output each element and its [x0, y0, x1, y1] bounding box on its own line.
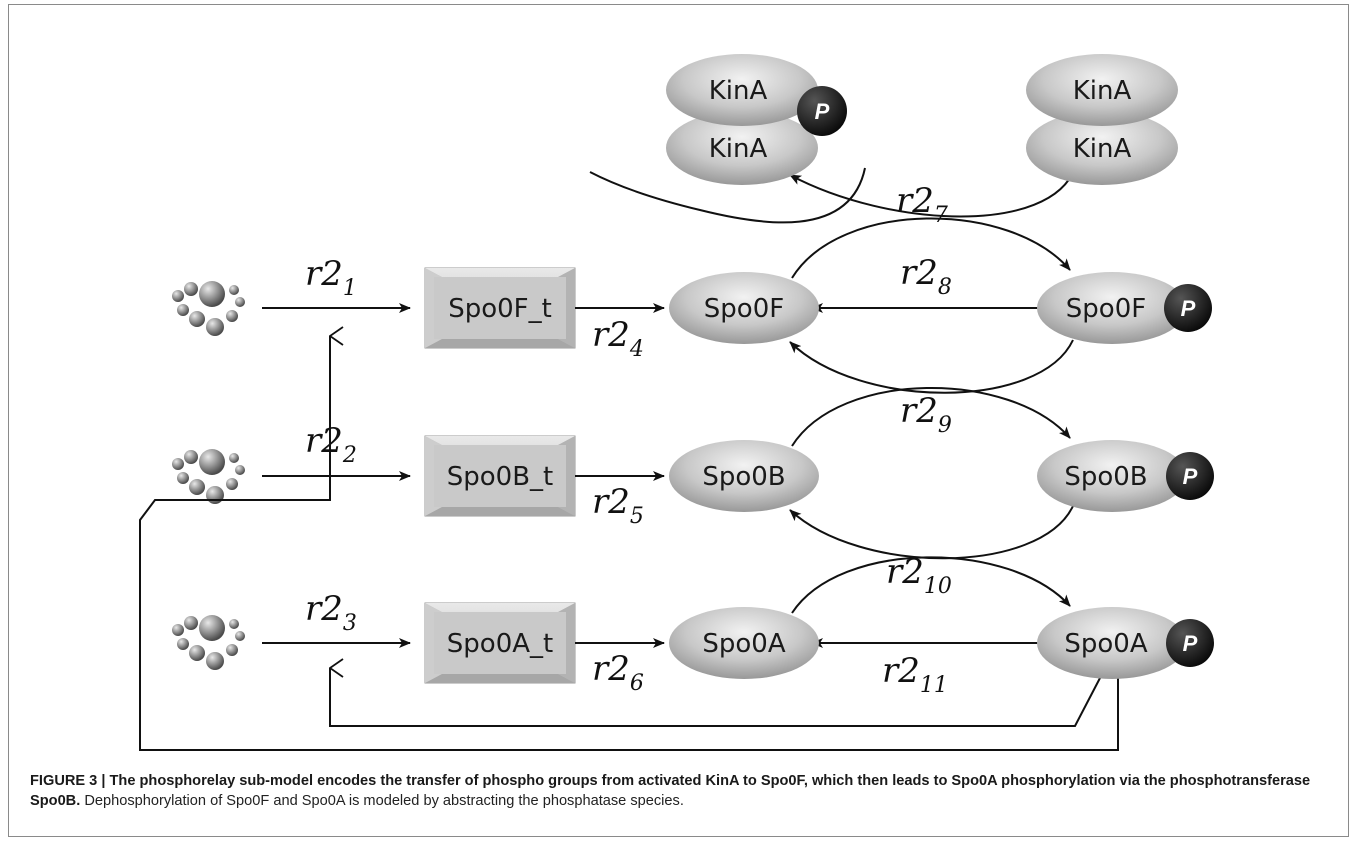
phosphate-label: P [1183, 631, 1198, 656]
spo0b-p-node: Spo0B P [1037, 440, 1214, 512]
reaction-label-r2-3: r23 [305, 589, 357, 636]
kinA-label: KinA [709, 134, 768, 164]
source-icon [172, 281, 245, 336]
phosphate-icon [1166, 452, 1214, 500]
kinA-phospho-arc [589, 167, 866, 224]
kinA-label: KinA [709, 76, 768, 106]
spo0f-phosphorylation-arc [791, 217, 1071, 279]
feedback-arrow-spo0f [139, 336, 1119, 751]
reaction-label-r2-9: r29 [900, 391, 952, 438]
phosphate-icon [1164, 284, 1212, 332]
spo0f-p-node: Spo0F P [1037, 272, 1212, 344]
spo0f-p-return-arc [789, 339, 1074, 394]
spo0a-phosphorylation-arc [791, 556, 1071, 614]
phosphate-icon [797, 86, 847, 136]
reaction-label-r2-6: r26 [592, 649, 644, 696]
reaction-label-r2-8: r28 [900, 253, 952, 300]
kinA-label: KinA [1073, 134, 1132, 164]
spo0f-node: Spo0F [669, 272, 819, 344]
phosphate-label: P [1181, 296, 1196, 321]
spo0b-label: Spo0B [702, 462, 785, 492]
reaction-label-r2-1: r21 [305, 254, 357, 301]
spo0b-p-return-arc [789, 505, 1074, 560]
caption-bold: FIGURE 3 | The phosphorelay sub-model en… [30, 773, 1311, 809]
source-icon [172, 449, 245, 504]
figure-caption: FIGURE 3 | The phosphorelay sub-model en… [30, 771, 1330, 811]
feedback-arrow-spo0a [329, 668, 1101, 727]
spo0b-node: Spo0B [669, 440, 819, 512]
spo0a-node: Spo0A [669, 607, 819, 679]
reaction-label-r2-2: r22 [305, 421, 357, 468]
spo0a-t-box: Spo0A_t [424, 602, 576, 684]
reaction-label-r2-4: r24 [592, 315, 644, 362]
reaction-label-r2-10: r210 [886, 552, 952, 599]
kinA-label: KinA [1073, 76, 1132, 106]
spo0b-t-box: Spo0B_t [424, 435, 576, 517]
phosphate-label: P [1183, 464, 1198, 489]
spo0a-t-label: Spo0A_t [447, 629, 553, 659]
spo0a-p-node: Spo0A P [1037, 607, 1214, 679]
kinA-p-dimer: KinA KinA P [666, 54, 847, 185]
phosphate-label: P [815, 99, 830, 124]
spo0a-p-label: Spo0A [1064, 629, 1147, 659]
kinA-transfer-arc [789, 167, 1076, 218]
spo0f-p-label: Spo0F [1066, 294, 1146, 324]
source-icon [172, 615, 245, 670]
phosphate-icon [1166, 619, 1214, 667]
spo0b-t-label: Spo0B_t [447, 462, 554, 492]
spo0b-phosphorylation-arc [791, 386, 1071, 447]
spo0f-label: Spo0F [704, 294, 784, 324]
phosphorelay-diagram: Spo0F_t Spo0B_t Spo0A_t [139, 54, 1214, 751]
caption-text: Dephosphorylation of Spo0F and Spo0A is … [80, 793, 684, 809]
spo0f-t-box: Spo0F_t [424, 267, 576, 349]
reaction-label-r2-7: r27 [896, 181, 948, 228]
reaction-label-r2-5: r25 [592, 482, 644, 529]
spo0a-label: Spo0A [702, 629, 785, 659]
reaction-label-r2-11: r211 [882, 651, 948, 698]
spo0f-t-label: Spo0F_t [448, 294, 552, 324]
kinA-dimer: KinA KinA [1026, 54, 1178, 185]
spo0b-p-label: Spo0B [1064, 462, 1147, 492]
